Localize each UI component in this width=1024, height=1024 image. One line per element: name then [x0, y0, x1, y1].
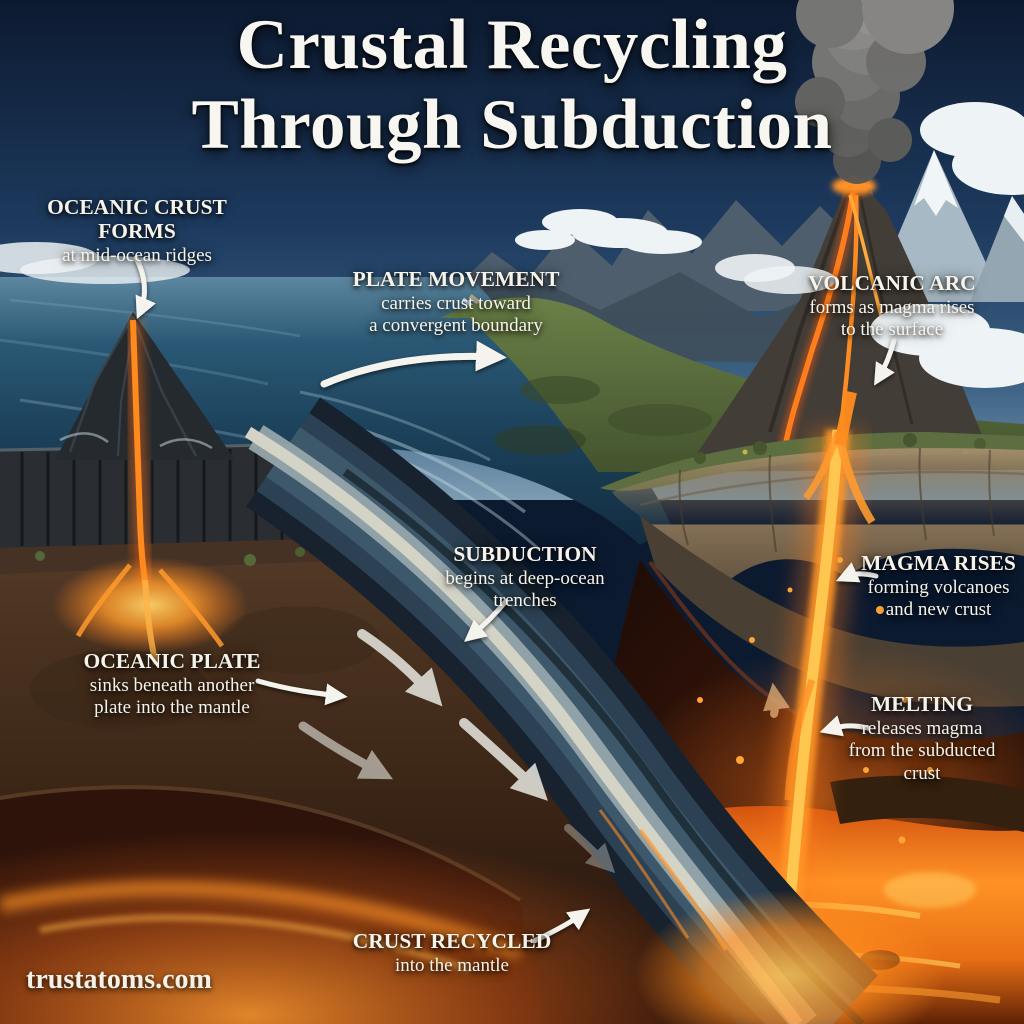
label-heading: OCEANIC PLATE — [83, 649, 261, 673]
title-line-2: Through Subduction — [191, 85, 833, 164]
slab-arrow-faint — [564, 824, 616, 874]
volcano — [686, 172, 996, 470]
label-oceanic-plate: OCEANIC PLATE sinks beneath another plat… — [52, 649, 292, 720]
label-volcanic-arc: VOLCANIC ARC forms as magma rises to the… — [777, 271, 1007, 342]
label-body: releases magma from the subducted crust — [848, 718, 996, 784]
smoke-plume — [795, 0, 954, 184]
label-magma-rises: MAGMA RISES forming volcanoes and new cr… — [836, 551, 1024, 622]
label-body: at mid-ocean ridges — [62, 245, 212, 267]
slab-arrow-upper — [357, 629, 443, 707]
oceanic-plate-arrow — [255, 678, 348, 706]
label-arrows — [133, 255, 897, 944]
magma-rises-arrow — [835, 562, 879, 583]
label-melting: MELTING releases magma from the subducte… — [822, 692, 1022, 785]
label-heading: SUBDUCTION — [453, 542, 597, 566]
label-subduction: SUBDUCTION begins at deep-ocean trenches — [410, 542, 640, 613]
subducting-slab — [244, 397, 945, 1024]
title-line-1: Crustal Recycling — [236, 6, 788, 84]
label-body: carries crust toward a convergent bounda… — [369, 293, 543, 337]
label-oceanic-crust-forms: OCEANIC CRUST FORMS at mid-ocean ridges — [17, 195, 257, 268]
melting-arrow — [819, 715, 871, 737]
label-heading: CRUST RECYCLED — [352, 929, 552, 953]
watermark: trustatoms.com — [26, 964, 212, 995]
label-heading: MELTING — [871, 692, 973, 716]
label-plate-movement: PLATE MOVEMENT carries crust toward a co… — [336, 267, 576, 338]
mantle-flow-arrow — [298, 721, 394, 780]
page-title: Crustal Recycling Through Subduction — [0, 6, 1024, 165]
rock-arch — [830, 775, 1024, 832]
label-body: forming volcanoes and new crust — [867, 577, 1010, 621]
label-body: begins at deep-ocean trenches — [445, 568, 605, 612]
clouds — [0, 102, 1024, 388]
slab-arrow-lower — [459, 718, 548, 801]
label-heading: PLATE MOVEMENT — [352, 267, 560, 291]
slab-descent-arrows — [298, 629, 790, 874]
ridge-pointer-arrow — [133, 255, 156, 320]
label-heading: MAGMA RISES — [861, 551, 1016, 575]
crust-recycled-arrow — [531, 908, 591, 944]
label-body: forms as magma rises to the surface — [809, 297, 975, 341]
label-body: into the mantle — [395, 955, 509, 977]
magma-up-arrow — [763, 682, 790, 718]
mantle — [0, 538, 750, 1024]
label-heading: OCEANIC CRUST FORMS — [47, 195, 227, 244]
label-heading: VOLCANIC ARC — [808, 271, 976, 295]
label-crust-recycled: CRUST RECYCLED into the mantle — [332, 929, 572, 977]
oceanic-crust-wall — [0, 442, 360, 574]
plate-movement-arrow — [320, 340, 507, 388]
label-body: sinks beneath another plate into the man… — [89, 675, 255, 719]
subduction-arrow — [464, 598, 509, 642]
mid-ocean-ridge — [52, 312, 248, 665]
ridge-lava-seam — [52, 319, 248, 665]
volcanic-arc-arrow — [874, 337, 897, 386]
